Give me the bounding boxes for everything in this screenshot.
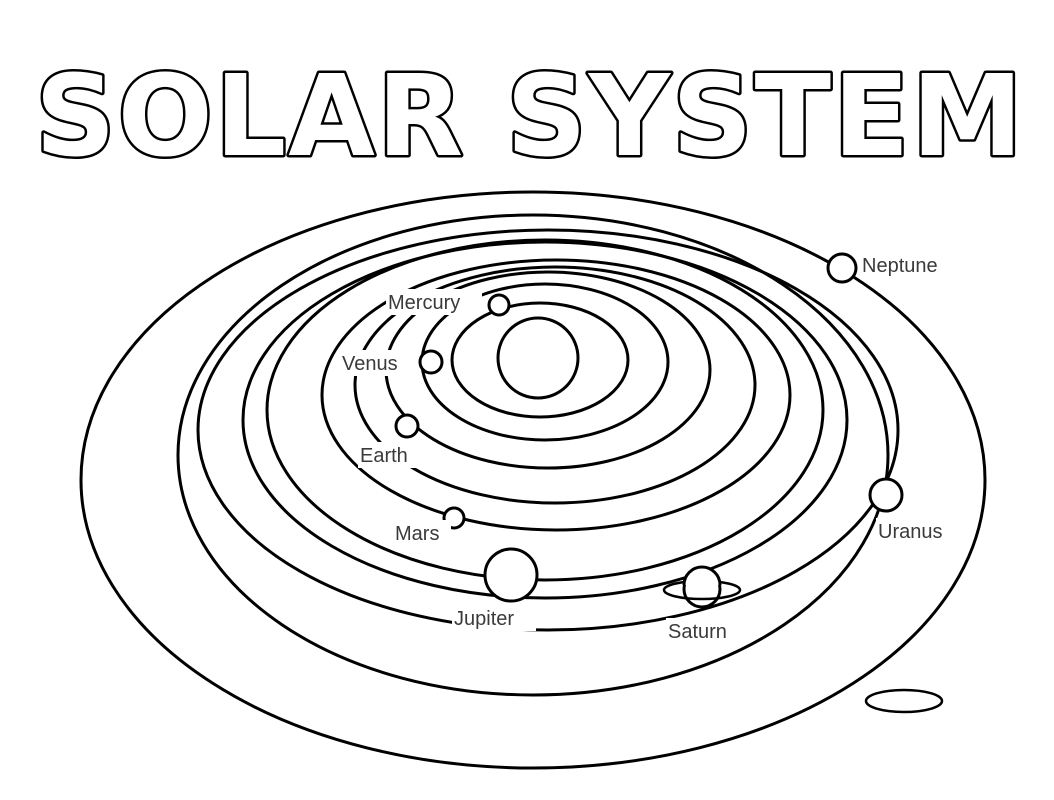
orbit-inner xyxy=(450,301,630,419)
label-uranus: Uranus xyxy=(878,521,942,543)
planets xyxy=(394,252,904,609)
orbit-neptune xyxy=(176,213,890,697)
mercury-icon xyxy=(487,293,511,317)
orbit-saturn xyxy=(241,240,849,600)
orbit-mars xyxy=(320,258,792,532)
orbit-earth xyxy=(353,265,757,505)
label-neptune: Neptune xyxy=(862,255,938,277)
neptune-icon xyxy=(826,252,858,284)
label-mars: Mars xyxy=(395,523,439,545)
sun-icon xyxy=(496,316,580,400)
earth-icon xyxy=(394,413,420,439)
saturn-icon xyxy=(662,565,742,609)
uranus-icon xyxy=(868,477,904,513)
oval-shape xyxy=(864,688,944,714)
venus-icon xyxy=(418,349,444,375)
orbits xyxy=(79,190,987,770)
jupiter-icon xyxy=(483,547,539,603)
label-venus: Venus xyxy=(342,353,398,375)
orbit-uranus xyxy=(196,228,900,632)
label-saturn: Saturn xyxy=(668,621,727,643)
label-jupiter: Jupiter xyxy=(454,608,514,630)
page-title: SOLAR SYSTEM xyxy=(35,52,1025,182)
planet-labels: Mercury Venus Earth Mars Jupiter Saturn … xyxy=(340,252,966,644)
label-mercury: Mercury xyxy=(388,292,460,314)
orbit-jupiter xyxy=(265,238,825,582)
orbit-outer-disc xyxy=(79,190,987,770)
label-earth: Earth xyxy=(360,445,408,467)
